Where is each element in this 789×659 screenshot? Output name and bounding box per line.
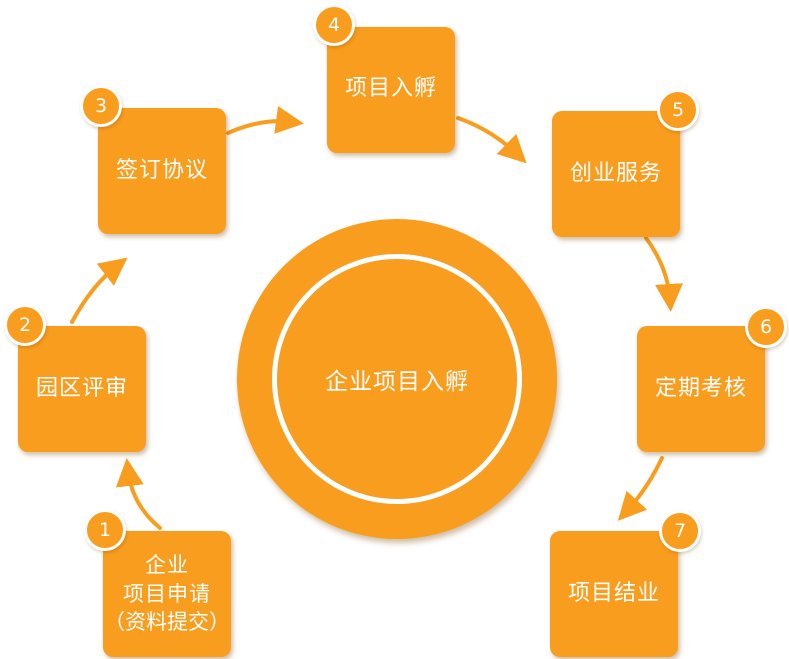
step-1-badge: 1 [84, 509, 126, 551]
step-7-label: 项目结业 [567, 581, 660, 607]
arrow-2-to-3 [70, 257, 128, 324]
step-1-box: 企业 项目申请 （资料提交） [103, 531, 231, 657]
step-1-line-3: （资料提交） [104, 610, 230, 635]
step-1-number: 1 [98, 519, 112, 541]
center-hub: 企业项目入孵 [272, 254, 522, 504]
step-6-box: 定期考核 [637, 326, 765, 452]
step-2-number: 2 [18, 314, 32, 336]
step-2-badge: 2 [4, 304, 46, 346]
step-2-box: 园区评审 [18, 326, 146, 452]
step-5-label: 创业服务 [569, 161, 662, 187]
step-2-label: 园区评审 [35, 376, 128, 402]
step-7-box: 项目结业 [550, 531, 678, 657]
step-3-number: 3 [94, 95, 108, 117]
arrow-3-to-4 [226, 106, 304, 135]
step-5-box: 创业服务 [552, 111, 680, 237]
step-1-line-1: 企业 [145, 553, 189, 578]
step-3-box: 签订协议 [98, 108, 226, 234]
step-3-badge: 3 [80, 85, 122, 127]
arrow-1-to-2 [115, 458, 162, 530]
step-6-number: 6 [759, 316, 773, 338]
step-4-number: 4 [327, 14, 341, 36]
step-5-badge: 5 [657, 89, 699, 131]
step-6-badge: 6 [745, 306, 787, 348]
step-5-number: 5 [671, 99, 685, 121]
arrow-6-to-7 [617, 456, 664, 521]
arrow-5-to-6 [644, 236, 683, 312]
step-7-number: 7 [673, 520, 687, 542]
step-1-line-2: 项目申请 [123, 581, 211, 606]
step-6-label: 定期考核 [654, 376, 747, 402]
step-4-badge: 4 [313, 4, 355, 46]
step-3-label: 签订协议 [115, 158, 208, 184]
step-7-badge: 7 [659, 510, 701, 552]
step-4-label: 项目入孵 [344, 76, 437, 101]
arrow-4-to-5 [456, 116, 527, 164]
center-hub-label: 企业项目入孵 [325, 369, 469, 395]
step-4-box: 项目入孵 [327, 27, 455, 153]
